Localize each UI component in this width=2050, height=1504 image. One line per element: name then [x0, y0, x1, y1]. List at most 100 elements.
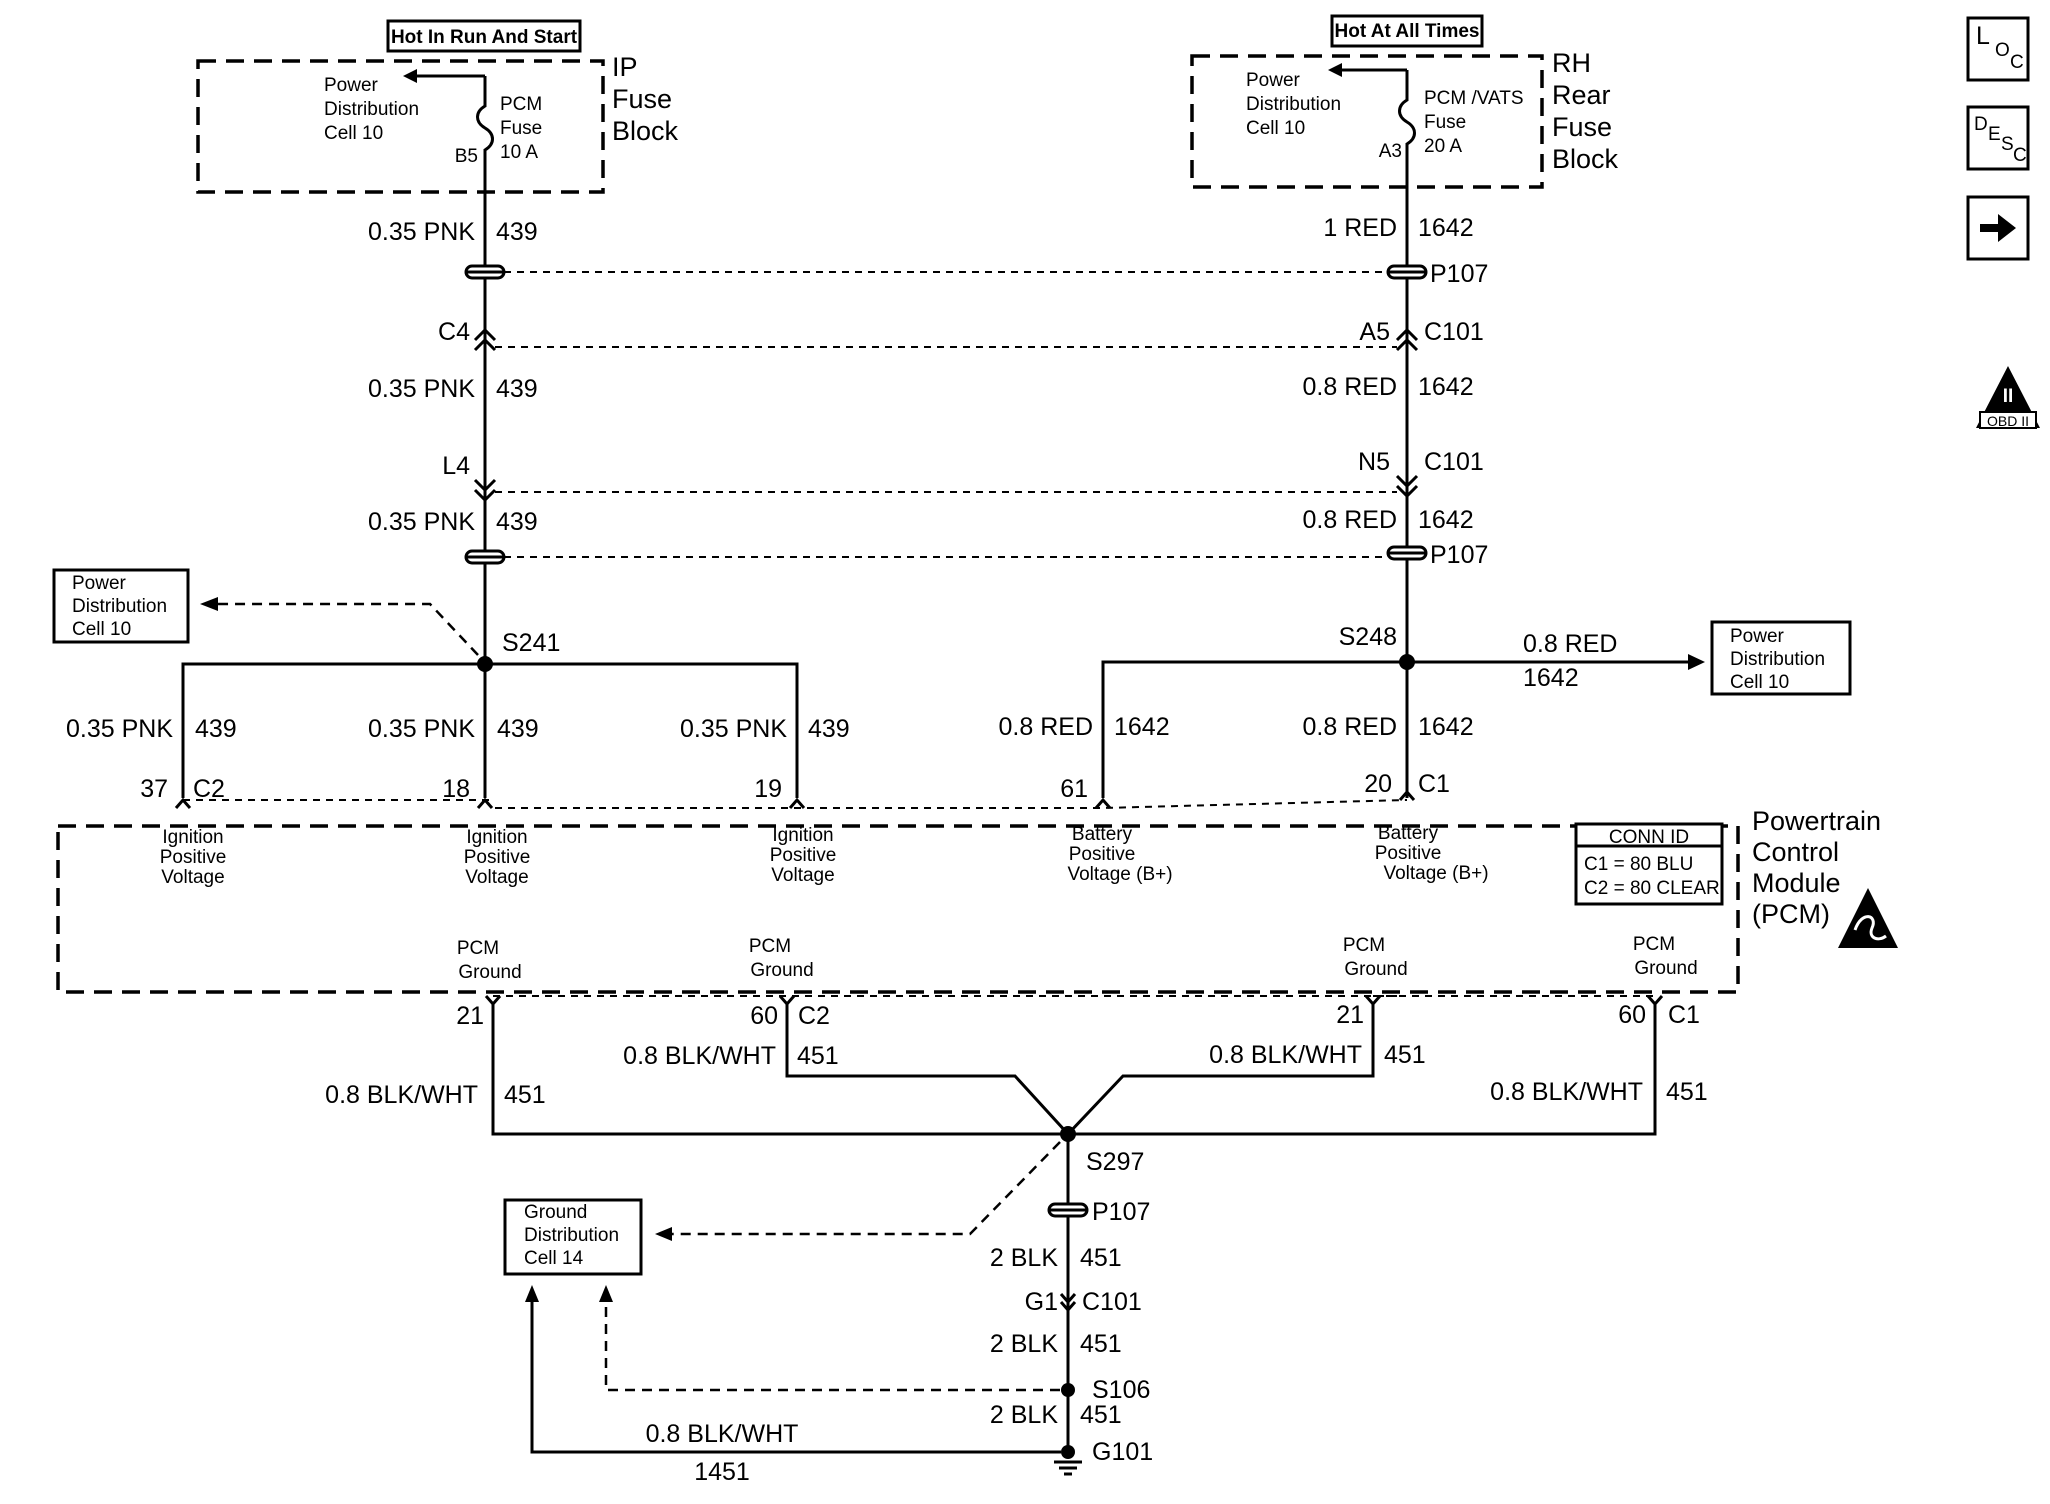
rh-arrow-head: [1328, 63, 1342, 77]
side-icon-bar: L O C D E S C II OBD II: [1966, 16, 2040, 429]
right-n5-symbol: [1395, 474, 1419, 499]
desc-sub2-letter: S: [2001, 134, 2014, 155]
pd-right-3: Cell 10: [1730, 672, 1789, 693]
ground-conn-c101: C101: [1082, 1288, 1142, 1316]
ground-distribution: S297 P107 2 BLK 451 G1 C101 2 BLK 451 S1…: [503, 1126, 1153, 1486]
gnd-pin-3: 21: [1336, 1001, 1364, 1029]
lbl-61-1: Battery: [1072, 824, 1133, 845]
pin37-circuit: 439: [195, 715, 237, 743]
gnd-wire-1: 0.8 BLK/WHT: [325, 1081, 478, 1109]
ip-fuse-block: Hot In Run And Start IP Fuse Block Power…: [196, 19, 679, 245]
ip-fuse-name-2: Fuse: [500, 118, 542, 139]
desc-sub1-letter: E: [1988, 124, 2001, 145]
right-circuit-label-3: 1642: [1418, 506, 1474, 534]
lbl-20-1: Battery: [1378, 823, 1439, 844]
gnd-lbl-4a: PCM: [1633, 934, 1675, 955]
ground-circuit-1: 451: [1080, 1244, 1122, 1272]
hot-label-box-right: [1330, 14, 1484, 48]
ip-fuse-symbol: [476, 76, 494, 245]
pin61-symbol: [1094, 797, 1112, 809]
gd-box-2: Distribution: [524, 1225, 619, 1246]
rh-fuse-name-1: PCM /VATS: [1424, 88, 1524, 109]
right-p107-label: P107: [1430, 260, 1488, 288]
left-circuit-label-1: 439: [496, 218, 538, 246]
pcm-module: Powertrain Control Module (PCM) CONN ID …: [56, 806, 1898, 994]
ground-circuit-3: 451: [1080, 1401, 1122, 1429]
pcm-name-4: (PCM): [1752, 899, 1830, 929]
wire-1451-label: 0.8 BLK/WHT: [646, 1420, 799, 1448]
circuit-1451-wire: [530, 1300, 1061, 1454]
rh-fuse-block-outline: [1190, 54, 1544, 189]
left-l4-symbol: [473, 478, 497, 503]
ground-g101-point: [1061, 1445, 1075, 1459]
lbl-19-3: Voltage: [771, 865, 834, 886]
right-wire-label-2: 0.8 RED: [1303, 373, 1397, 401]
s297-dashed-link: [672, 1141, 1061, 1236]
gnd-circuit-2: 451: [797, 1042, 839, 1070]
conn-id-row-1: C1 = 80 BLU: [1584, 854, 1693, 875]
rh-fuse-block: Hot At All Times RH Rear Fuse Block Powe…: [1190, 14, 1619, 245]
right-circuit-label-2: 1642: [1418, 373, 1474, 401]
ip-block-name-2: Fuse: [612, 84, 672, 114]
next-arrow-button[interactable]: [1966, 195, 2030, 261]
pd-left-1: Power: [72, 573, 127, 594]
pin19-circuit: 439: [808, 715, 850, 743]
conn-id-row-2: C2 = 80 CLEAR: [1584, 878, 1720, 899]
conn-id-box: [1574, 822, 1724, 906]
ground-symbol-icon: [1054, 1460, 1082, 1476]
gnd-lbl-3a: PCM: [1343, 935, 1385, 956]
ip-pd-2: Distribution: [324, 99, 419, 120]
pd-left-3: Cell 10: [72, 619, 131, 640]
hot-label-left: Hot In Run And Start: [391, 27, 578, 48]
pin19-wire: 0.35 PNK: [680, 715, 787, 743]
pcm-ground-wires: 21 0.8 BLK/WHT 451 60 C2 0.8 BLK/WHT 451…: [325, 995, 1708, 1137]
esd-sensitive-icon: [1838, 888, 1898, 948]
ip-terminal: B5: [455, 146, 478, 167]
desc-button[interactable]: D E S C: [1966, 105, 2030, 171]
pd-right-arrow: [1688, 654, 1705, 670]
pd-left-outline: [52, 568, 190, 644]
gd-box-3: Cell 14: [524, 1248, 584, 1269]
lbl-18-3: Voltage: [465, 867, 528, 888]
splice-s106: [1061, 1383, 1075, 1397]
gnd-pin-3-symbol: [1364, 995, 1382, 1007]
ground-inner-loop: [785, 1004, 1375, 1137]
left-c4-symbol: [473, 327, 497, 352]
pin37-wire: 0.35 PNK: [66, 715, 173, 743]
pin61-wire: 0.8 RED: [999, 713, 1093, 741]
pd-right-2: Distribution: [1730, 649, 1825, 670]
rh-block-name-4: Block: [1552, 144, 1619, 174]
lbl-19-2: Positive: [770, 845, 837, 866]
gnd-lbl-3b: Ground: [1344, 959, 1407, 980]
ip-fuse-block-outline: [196, 59, 605, 194]
desc-main-letter: D: [1974, 114, 1988, 135]
loc-main-letter: L: [1976, 22, 1990, 50]
gnd-pin-1-symbol: [484, 995, 502, 1007]
left-circuit-label-3: 439: [496, 508, 538, 536]
left-circuit-439: 0.35 PNK 439 C4 0.35 PNK 439 L4 0.35 PNK…: [368, 218, 560, 672]
lbl-37-3: Voltage: [161, 867, 224, 888]
pcm-input-branches: 0.35 PNK 439 37 C2 0.35 PNK 439 18 0.35 …: [66, 660, 1474, 809]
gnd-conn-4: C1: [1668, 1001, 1700, 1029]
ip-pd-3: Cell 10: [324, 123, 383, 144]
pin61-circuit: 1642: [1114, 713, 1170, 741]
obd-bottom-text: OBD II: [1987, 413, 2029, 429]
right-conn-c101-1: C101: [1424, 318, 1484, 346]
gnd-pin-2: 60: [750, 1002, 778, 1030]
rh-fuse-symbol: [1398, 70, 1416, 245]
pcm-name-1: Powertrain: [1752, 806, 1881, 836]
pd-left-box: Power Distribution Cell 10: [52, 568, 479, 656]
right-circuit-1642: 1 RED 1642 P107 A5 C101 0.8 RED 1642 N5 …: [1303, 214, 1488, 670]
ground-g101-label: G101: [1092, 1438, 1153, 1466]
gnd-circuit-4: 451: [1666, 1078, 1708, 1106]
left-wire-label-2: 0.35 PNK: [368, 375, 475, 403]
ground-wire-1: 2 BLK: [990, 1244, 1058, 1272]
pd-left-2: Distribution: [72, 596, 167, 617]
obd-top-text: II: [2003, 386, 2014, 407]
loc-button[interactable]: L O C: [1966, 16, 2030, 82]
lbl-20-2: Positive: [1375, 843, 1442, 864]
pd-left-dashed-link: [215, 602, 479, 656]
arrow-right-icon-head: [1998, 214, 2016, 242]
gnd-conn-2: C2: [798, 1002, 830, 1030]
circuit-1451-arrow: [525, 1285, 539, 1302]
